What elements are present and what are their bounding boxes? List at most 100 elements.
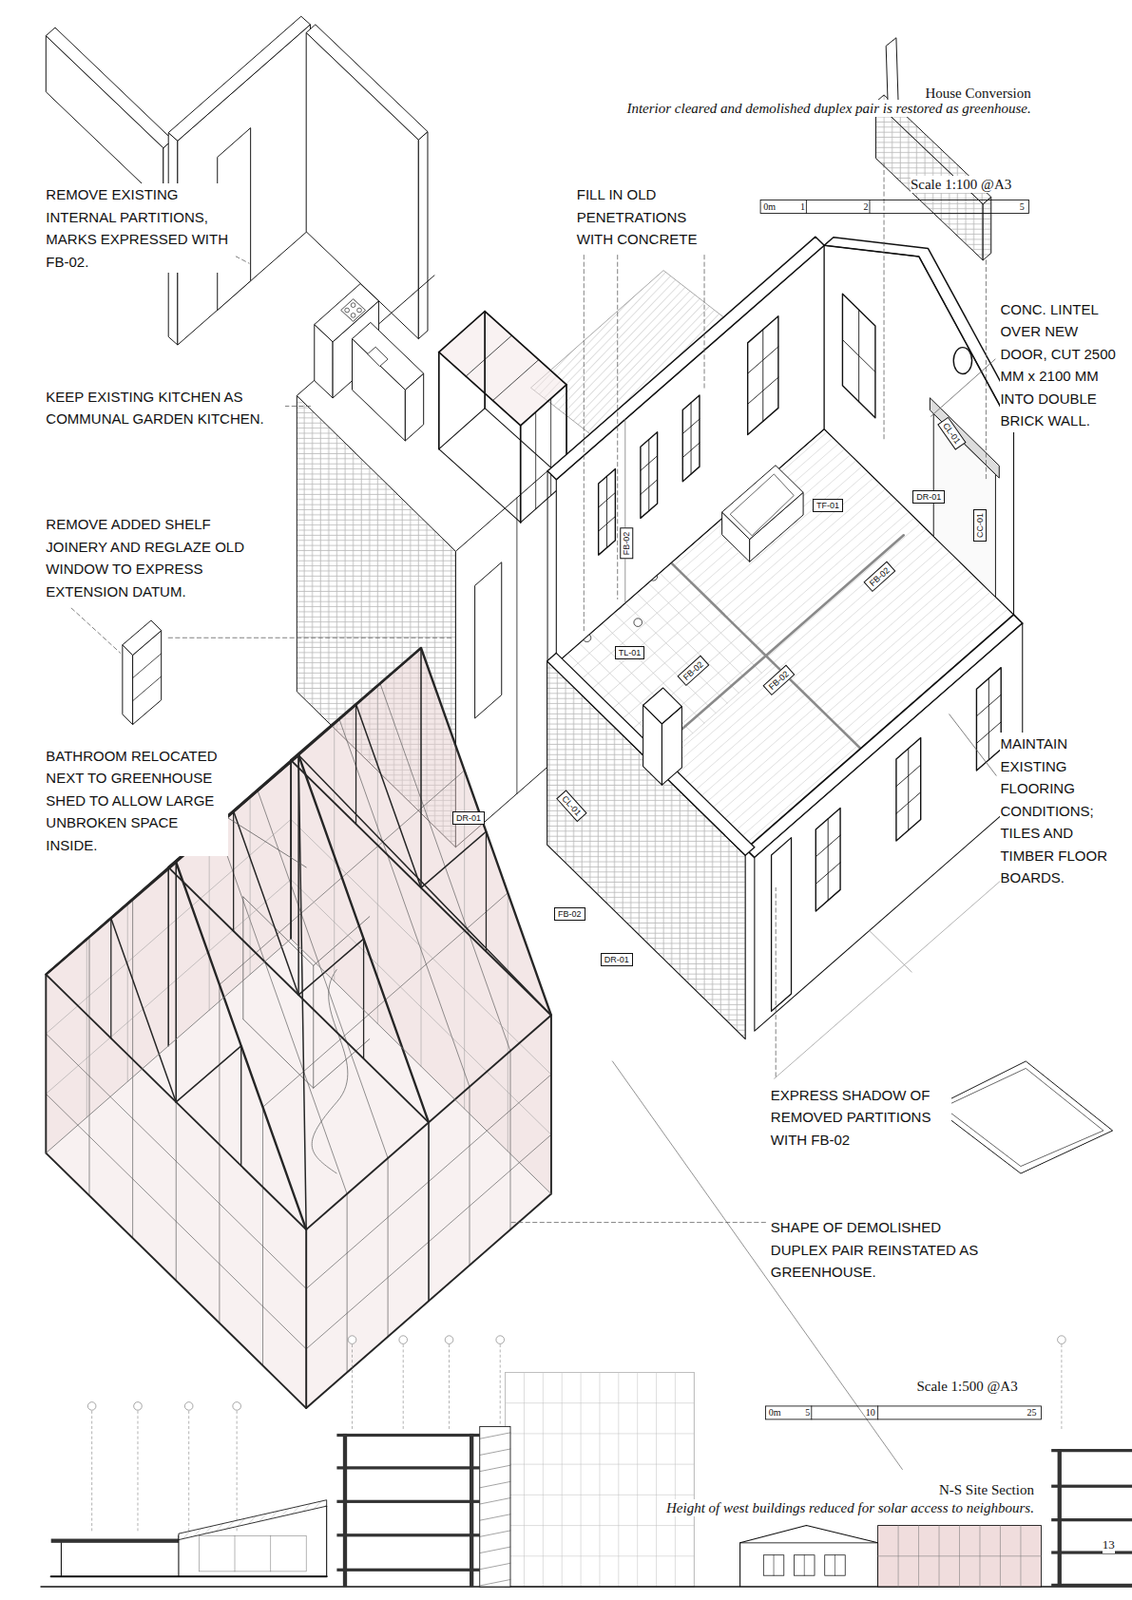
scale-title: Scale 1:500 @A3 xyxy=(916,1378,1017,1396)
glazing-bar xyxy=(132,900,134,1239)
facade-grid xyxy=(561,1372,563,1588)
scale-number: 5 xyxy=(805,1407,810,1419)
stair-flight xyxy=(479,1579,511,1586)
floor-slab xyxy=(336,1466,480,1470)
window xyxy=(763,1555,784,1576)
column xyxy=(1057,1449,1062,1588)
section-caption: Height of west buildings reduced for sol… xyxy=(666,1499,1035,1517)
kitchen-counter xyxy=(352,322,424,390)
facade-grid xyxy=(505,1402,695,1404)
window-transom xyxy=(815,835,841,858)
scale-title: Scale 1:100 @A3 xyxy=(910,175,1012,193)
tag-code: DR-01 xyxy=(604,955,630,965)
site-square xyxy=(934,1061,1113,1174)
glazing-bar xyxy=(86,939,88,1118)
tag-code: CL-01 xyxy=(559,794,583,819)
drawing-caption: Interior cleared and demolished duplex p… xyxy=(626,99,1031,117)
window xyxy=(640,432,658,519)
stair-flight xyxy=(479,1563,511,1570)
frame-post xyxy=(44,975,47,1154)
window xyxy=(842,293,875,418)
ceiling-line xyxy=(740,1542,879,1544)
window-mullion xyxy=(269,1535,271,1573)
glazed-extension xyxy=(439,311,567,523)
grid-bubble xyxy=(134,1402,143,1412)
window-mullion xyxy=(762,329,764,423)
floor-board xyxy=(690,694,806,796)
leader-line xyxy=(583,255,585,633)
scale-number: 2 xyxy=(863,201,869,212)
greenhouse xyxy=(45,648,552,1409)
grid-bubble xyxy=(399,1336,408,1345)
glazing-bar xyxy=(550,399,552,497)
removed-partition xyxy=(45,27,173,149)
finish-tag: CL-01 xyxy=(556,790,587,824)
glazing-bar xyxy=(492,360,538,402)
window-mullion xyxy=(988,678,990,761)
leader-line xyxy=(168,637,455,639)
shelf-joinery xyxy=(122,620,162,656)
column xyxy=(60,1543,62,1577)
floor-board xyxy=(678,683,794,785)
facade-grid xyxy=(523,1372,525,1588)
finish-tag: TF-01 xyxy=(812,498,844,513)
shelf-board xyxy=(133,653,162,679)
frame-post xyxy=(167,867,170,1047)
base-frame xyxy=(45,939,552,1194)
window-transom xyxy=(976,694,1001,717)
grid-bubble xyxy=(444,1336,454,1345)
tag-code: FB-02 xyxy=(621,532,632,557)
glass-wall xyxy=(45,863,307,1410)
floor-board xyxy=(696,700,812,802)
gable-top xyxy=(824,237,1023,432)
scale-tick xyxy=(805,200,807,214)
scale-number: 10 xyxy=(865,1407,876,1419)
annotation: FILL IN OLD PENETRATIONS WITH CONCRETE xyxy=(576,183,718,251)
glazing-bar xyxy=(86,826,347,1195)
annotation: SHAPE OF DEMOLISHED DUPLEX PAIR REINSTAT… xyxy=(770,1216,980,1285)
truss-web xyxy=(356,704,422,888)
truss-web xyxy=(175,1046,241,1103)
leader-line xyxy=(71,608,121,653)
grid-line xyxy=(1060,1344,1062,1429)
window-mullion xyxy=(827,819,829,902)
leader-line xyxy=(930,359,996,417)
window-transom xyxy=(598,493,616,508)
facade-grid xyxy=(655,1372,657,1588)
grid-line xyxy=(448,1344,450,1429)
leader-line xyxy=(616,255,618,600)
finish-tag: DR-01 xyxy=(912,490,945,504)
floor-slab xyxy=(51,1575,327,1578)
stair-flight xyxy=(479,1465,511,1472)
floor-slab xyxy=(336,1534,480,1537)
facade-grid xyxy=(693,1372,695,1588)
truss-rafter xyxy=(290,648,552,1017)
floor-board xyxy=(684,689,800,790)
tub-rim xyxy=(729,474,794,537)
floor-board xyxy=(761,518,915,653)
floor-board xyxy=(772,529,926,664)
truss-web xyxy=(111,919,176,1103)
stair-flight xyxy=(479,1531,511,1537)
shed-wall xyxy=(312,965,314,1089)
roof-slab xyxy=(51,1539,179,1544)
glazed-base xyxy=(439,408,567,523)
truss-web xyxy=(233,811,299,996)
scale-tick xyxy=(868,200,870,214)
window-mullion xyxy=(907,748,909,831)
tag-code: CC-01 xyxy=(975,513,985,538)
leader-line xyxy=(775,887,777,1077)
scale-number: 0m xyxy=(768,1407,782,1419)
removed-partition xyxy=(306,24,428,140)
column xyxy=(469,1434,474,1588)
scale-number: 0m xyxy=(763,201,776,212)
finish-tag: CC-01 xyxy=(973,509,987,542)
base-frame xyxy=(45,1153,552,1409)
tag-code: TF-01 xyxy=(816,500,840,511)
tag-code: FB-02 xyxy=(557,909,582,920)
annotation: CONC. LINTEL OVER NEW DOOR, CUT 2500 MM … xyxy=(999,298,1116,433)
facade-grid xyxy=(598,1372,600,1588)
truss-web xyxy=(240,1046,242,1167)
finish-tag: DR-01 xyxy=(452,811,485,826)
